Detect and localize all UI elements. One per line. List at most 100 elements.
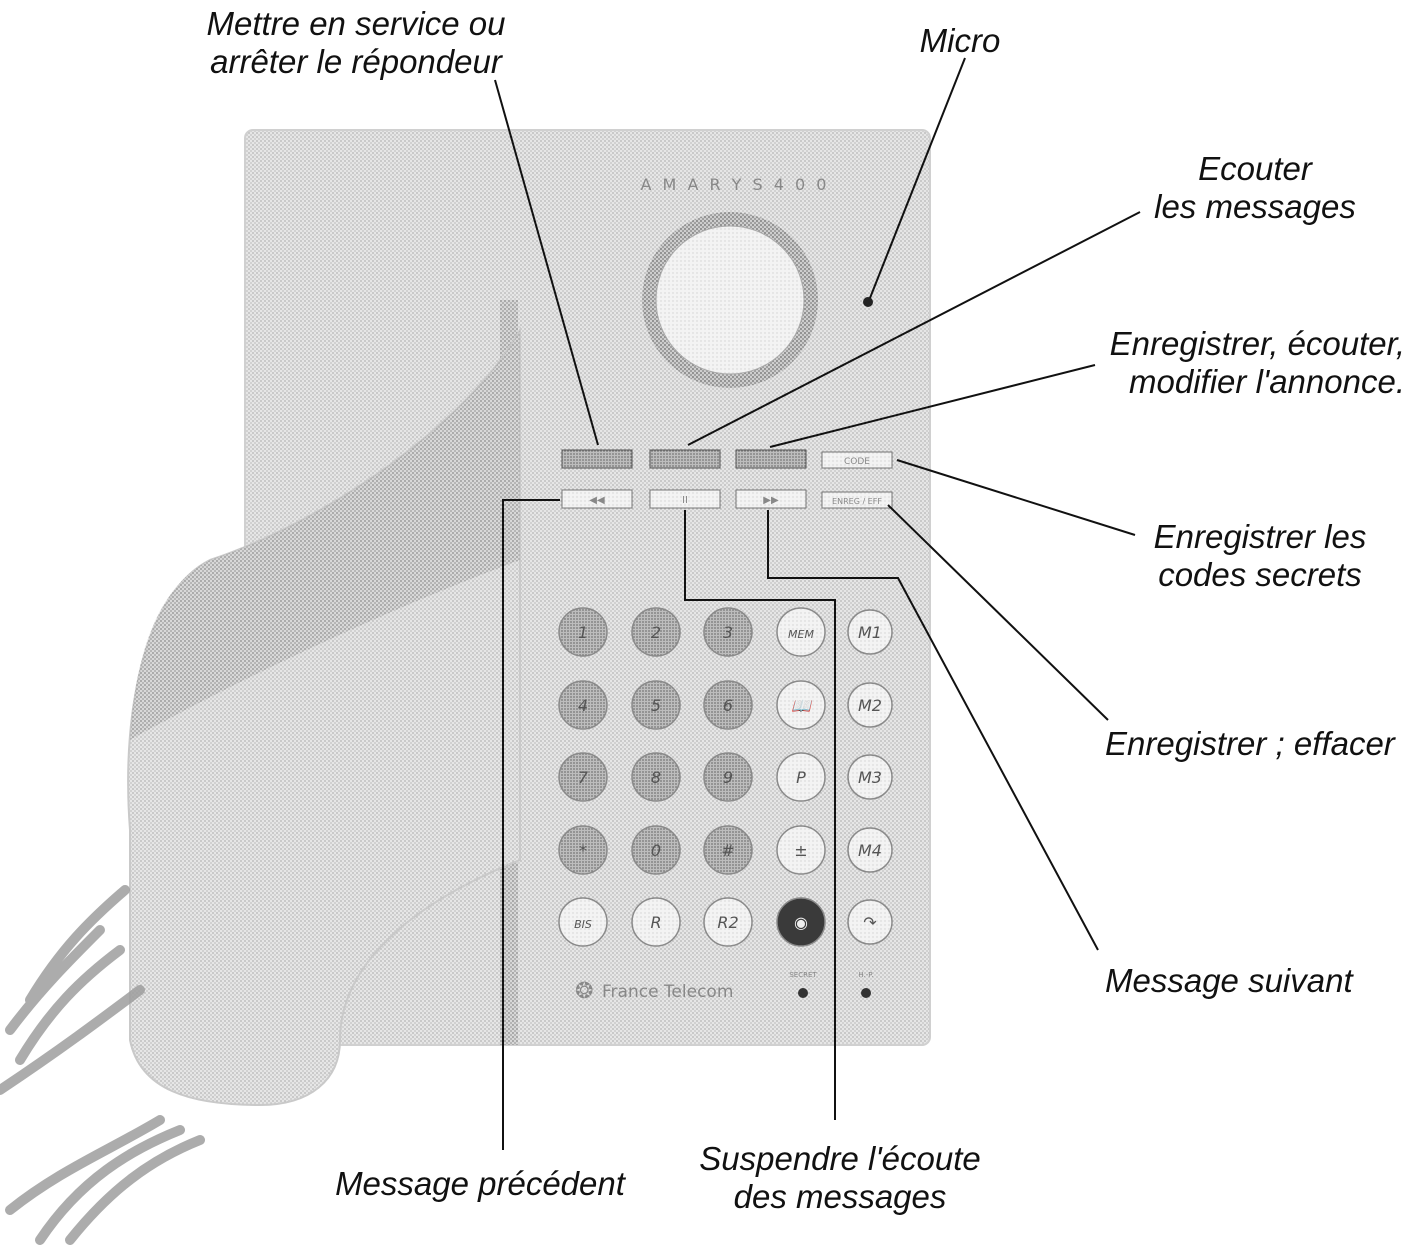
key-label-4-0: BIS: [574, 918, 592, 931]
key-4-0[interactable]: [558, 897, 608, 947]
key-4-2[interactable]: [703, 897, 753, 947]
key-0-2[interactable]: [703, 607, 753, 657]
key-3-2[interactable]: [703, 825, 753, 875]
next-message-button[interactable]: [735, 489, 807, 509]
brand-label: France Telecom: [602, 982, 733, 1002]
leader-next: [767, 510, 1099, 951]
pause-button[interactable]: [649, 489, 721, 509]
callout-listen-line2: les messages: [1154, 188, 1356, 225]
key-label-2-0: 7: [578, 768, 589, 787]
callout-previous: Message précédent: [320, 1165, 640, 1203]
speaker-ring-inner: [655, 225, 805, 375]
callout-record-erase: Enregistrer ; effacer: [1105, 725, 1405, 763]
key-label-0-1: 2: [651, 623, 661, 642]
model-label: A M A R Y S 4 0 0: [641, 175, 830, 194]
key-2-1[interactable]: [631, 752, 681, 802]
callout-previous-line1: Message précédent: [335, 1165, 625, 1202]
led-hp: [861, 988, 871, 998]
callout-next-line1: Message suivant: [1105, 962, 1353, 999]
pause-label: II: [682, 495, 688, 506]
callout-announce-line1: Enregistrer, écouter,: [1109, 325, 1405, 362]
leader-pause: [684, 510, 836, 1120]
key-2-0[interactable]: [558, 752, 608, 802]
callout-listen: Ecouter les messages: [1130, 150, 1380, 226]
record-erase-label: ENREG / EFF: [832, 497, 882, 506]
key-0-0[interactable]: [558, 607, 608, 657]
key-label-1-4: M2: [858, 696, 882, 715]
key-label-3-1: 0: [651, 841, 661, 860]
key-2-2[interactable]: [703, 752, 753, 802]
power-button[interactable]: [561, 449, 633, 469]
leader-previous: [502, 499, 560, 1150]
led-secret: [798, 988, 808, 998]
key-1-0[interactable]: [558, 680, 608, 730]
key-1-2[interactable]: [703, 680, 753, 730]
key-4-3[interactable]: [776, 897, 826, 947]
key-3-3[interactable]: [776, 825, 826, 875]
announcement-button[interactable]: [735, 449, 807, 469]
previous-message-button[interactable]: [561, 489, 633, 509]
key-label-2-4: M3: [858, 768, 882, 787]
key-4-4[interactable]: [847, 899, 893, 945]
key-1-1[interactable]: [631, 680, 681, 730]
control-row-2: ◀◀ II ▶▶ ENREG / EFF: [561, 489, 893, 509]
key-label-3-0: *: [579, 841, 587, 860]
key-label-2-3: P: [796, 768, 806, 787]
callout-codes-line2: codes secrets: [1158, 556, 1362, 593]
key-label-0-4: M1: [858, 623, 882, 642]
key-label-2-1: 8: [651, 768, 661, 787]
callout-power: Mettre en service ou arrêter le répondeu…: [196, 5, 516, 81]
leader-record-erase: [887, 504, 1109, 721]
key-label-1-3: 📖: [791, 696, 813, 715]
key-0-1[interactable]: [631, 607, 681, 657]
key-1-4[interactable]: [847, 682, 893, 728]
handset-cord: [0, 885, 205, 1245]
key-label-3-4: M4: [858, 841, 882, 860]
callout-micro-line1: Micro: [919, 22, 1001, 59]
key-1-3[interactable]: [776, 680, 826, 730]
key-label-4-1: R: [650, 913, 661, 932]
key-label-3-2: #: [721, 841, 734, 860]
leader-micro: [869, 57, 966, 299]
callout-next: Message suivant: [1105, 962, 1385, 1000]
code-button[interactable]: [821, 451, 893, 469]
microphone-icon: [863, 297, 873, 307]
callout-announce: Enregistrer, écouter, modifier l'annonce…: [1060, 325, 1405, 401]
callout-announce-line2: modifier l'annonce.: [1129, 363, 1405, 400]
callout-codes-line1: Enregistrer les: [1153, 518, 1367, 555]
key-label-0-3: MEM: [788, 628, 814, 641]
callout-pause-line2: des messages: [733, 1178, 947, 1215]
callout-power-line1: Mettre en service ou: [206, 5, 506, 42]
led-label-hp: H.-P.: [858, 971, 873, 979]
key-label-2-2: 9: [723, 768, 733, 787]
callout-record-erase-line1: Enregistrer ; effacer: [1105, 725, 1395, 762]
play-messages-button[interactable]: [649, 449, 721, 469]
key-2-4[interactable]: [847, 754, 893, 800]
key-label-0-0: 1: [578, 623, 588, 642]
next-message-label: ▶▶: [763, 495, 779, 506]
key-label-4-4: ↷: [863, 913, 877, 932]
record-erase-button[interactable]: [821, 491, 893, 509]
leader-codes: [896, 459, 1136, 536]
callout-codes: Enregistrer les codes secrets: [1130, 518, 1390, 594]
leader-announce: [769, 364, 1096, 448]
key-0-4[interactable]: [847, 609, 893, 655]
code-button-label: CODE: [844, 457, 870, 467]
key-3-4[interactable]: [847, 827, 893, 873]
key-3-1[interactable]: [631, 825, 681, 875]
previous-message-label: ◀◀: [589, 495, 605, 506]
key-2-3[interactable]: [776, 752, 826, 802]
key-label-1-0: 4: [578, 696, 588, 715]
key-4-1[interactable]: [631, 897, 681, 947]
callout-pause-line1: Suspendre l'écoute: [699, 1140, 981, 1177]
handset-top-shade: [130, 330, 520, 740]
key-3-0[interactable]: [558, 825, 608, 875]
key-0-3[interactable]: [776, 607, 826, 657]
leader-power: [494, 79, 599, 446]
key-label-3-3: ±: [794, 841, 807, 860]
callout-micro: Micro: [900, 22, 1020, 60]
callout-listen-line1: Ecouter: [1198, 150, 1312, 187]
led-label-secret: SECRET: [789, 971, 817, 979]
callout-power-line2: arrêter le répondeur: [210, 43, 502, 80]
